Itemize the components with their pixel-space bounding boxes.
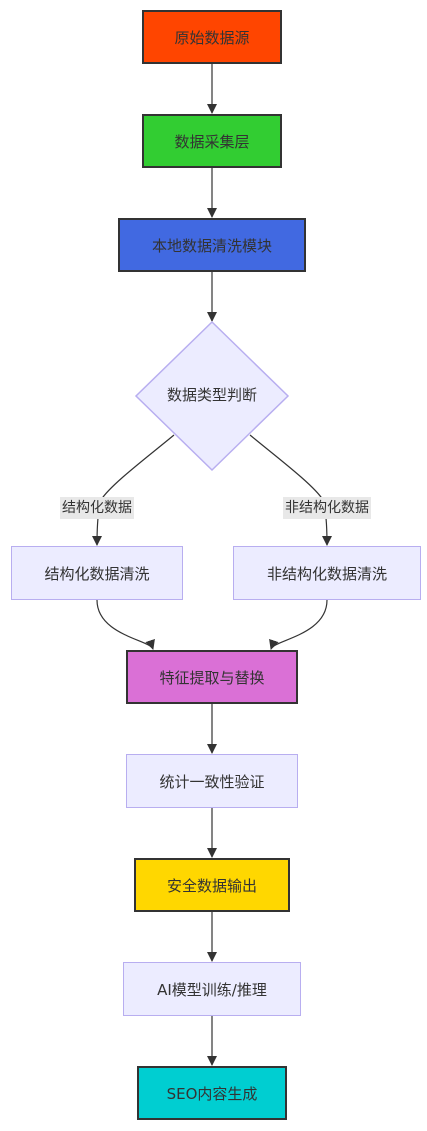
node-collect-label: 数据采集层 [174,132,250,151]
node-source[interactable]: 原始数据源 [142,10,282,64]
node-verify-label: 统计一致性验证 [159,772,265,791]
edge-structured-to-feature [96,599,155,650]
node-collect[interactable]: 数据采集层 [142,114,282,168]
node-feature[interactable]: 特征提取与替换 [126,650,298,704]
node-unstructured-clean[interactable]: 非结构化数据清洗 [233,546,421,600]
node-unstructured-clean-label: 非结构化数据清洗 [266,564,387,583]
node-clean-local-label: 本地数据清洗模块 [151,236,272,255]
node-output-label: 安全数据输出 [166,876,257,895]
node-seo[interactable]: SEO内容生成 [137,1066,287,1120]
node-feature-label: 特征提取与替换 [159,668,265,687]
node-clean-local[interactable]: 本地数据清洗模块 [118,218,306,272]
edge-label-unstructured: 非结构化数据 [283,497,371,519]
decision-diamond[interactable] [134,320,290,472]
node-train[interactable]: AI模型训练/推理 [123,962,301,1016]
edge-judge-to-structured [92,434,175,546]
edge-unstructured-to-feature [269,599,328,650]
node-structured-clean[interactable]: 结构化数据清洗 [11,546,183,600]
node-verify[interactable]: 统计一致性验证 [126,754,298,808]
node-output[interactable]: 安全数据输出 [134,858,290,912]
edge-judge-to-unstructured [249,434,332,546]
edge-label-structured: 结构化数据 [60,497,134,519]
node-structured-clean-label: 结构化数据清洗 [44,564,150,583]
node-train-label: AI模型训练/推理 [157,980,267,999]
decision-label: 数据类型判断 [166,386,257,404]
node-seo-label: SEO内容生成 [166,1084,258,1103]
node-source-label: 原始数据源 [174,28,250,47]
